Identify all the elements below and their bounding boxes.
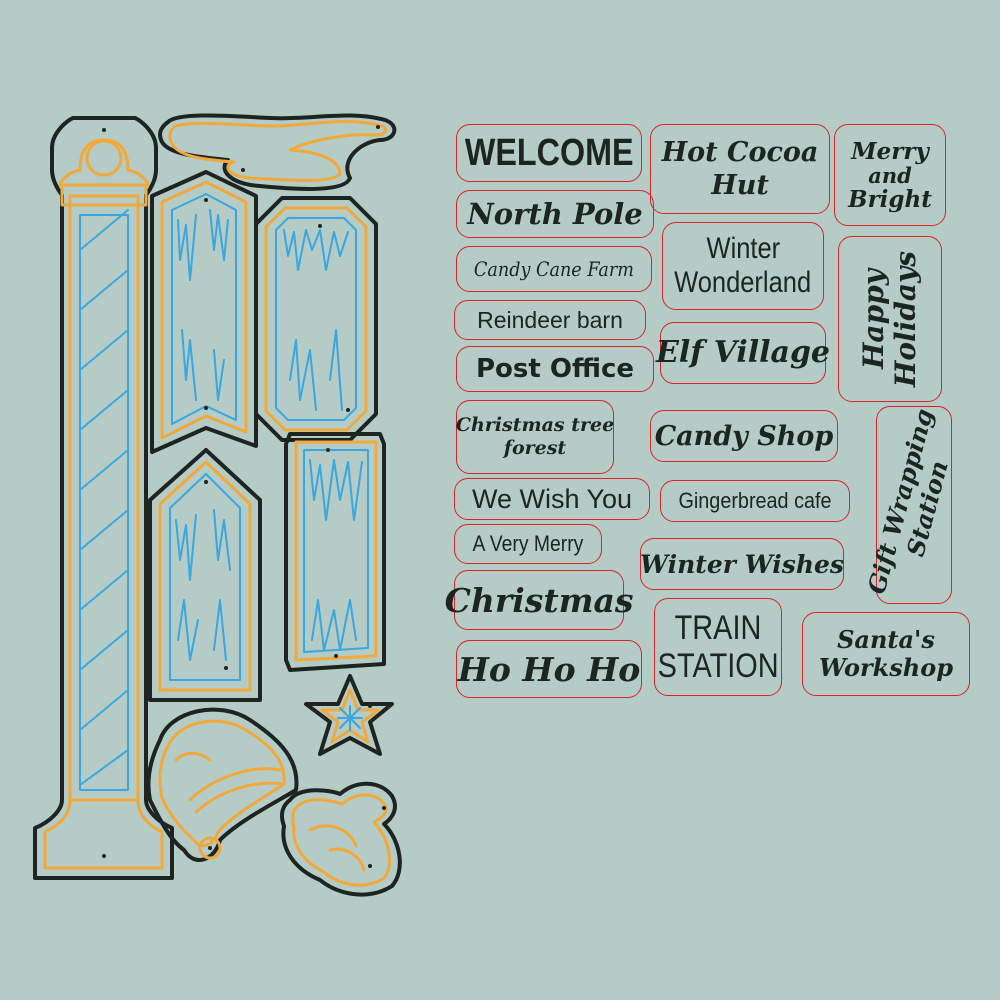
stamp-ho-ho-ho: Ho Ho Ho: [456, 640, 642, 698]
stamp-winter-wonderland: Winter Wonderland: [662, 222, 824, 310]
stamp-post-office: Post Office: [456, 346, 654, 392]
stamp-gift-wrapping-station: Gift Wrapping Station: [861, 406, 954, 604]
arrow-sign-die: [150, 170, 258, 454]
stamp-we-wish-you: We Wish You: [454, 478, 650, 520]
stamp-train-station: TRAIN STATION: [654, 598, 782, 696]
stamp-christmas-tree-forest: Christmas tree forest: [456, 400, 614, 474]
stamp-christmas: Christmas: [445, 570, 633, 630]
stamp-candy-cane-farm: Candy Cane Farm: [456, 246, 652, 292]
stamp-hot-cocoa-hut: Hot Cocoa Hut: [650, 124, 830, 214]
stamp-happy-holidays: Happy Holidays: [838, 236, 942, 402]
lamp-post-die: [33, 116, 174, 880]
snow-tuft-die: [280, 781, 402, 897]
santa-hat-die: [146, 707, 299, 862]
stamp-candy-shop: Candy Shop: [650, 410, 838, 462]
stamp-santas-workshop: Santa's Workshop: [802, 612, 970, 696]
star-die: [304, 674, 394, 756]
stamp-north-pole: North Pole: [456, 190, 654, 238]
stamp-welcome: WELCOME: [456, 124, 642, 182]
stamp-reindeer-barn: Reindeer barn: [454, 300, 646, 340]
stamp-elf-village: Elf Village: [656, 322, 830, 384]
stamp-merry-and-bright: Merry and Bright: [834, 124, 946, 226]
stamp-gingerbread-cafe: Gingerbread cafe: [660, 480, 850, 522]
rectangle-sign-die: [284, 432, 386, 672]
stamp-a-very-merry: A Very Merry: [454, 524, 602, 564]
pointed-sign-die: [148, 448, 262, 702]
octagon-sign-die: [254, 196, 378, 442]
snow-cap-die: [158, 113, 397, 191]
stamp-winter-wishes: Winter Wishes: [640, 538, 844, 590]
